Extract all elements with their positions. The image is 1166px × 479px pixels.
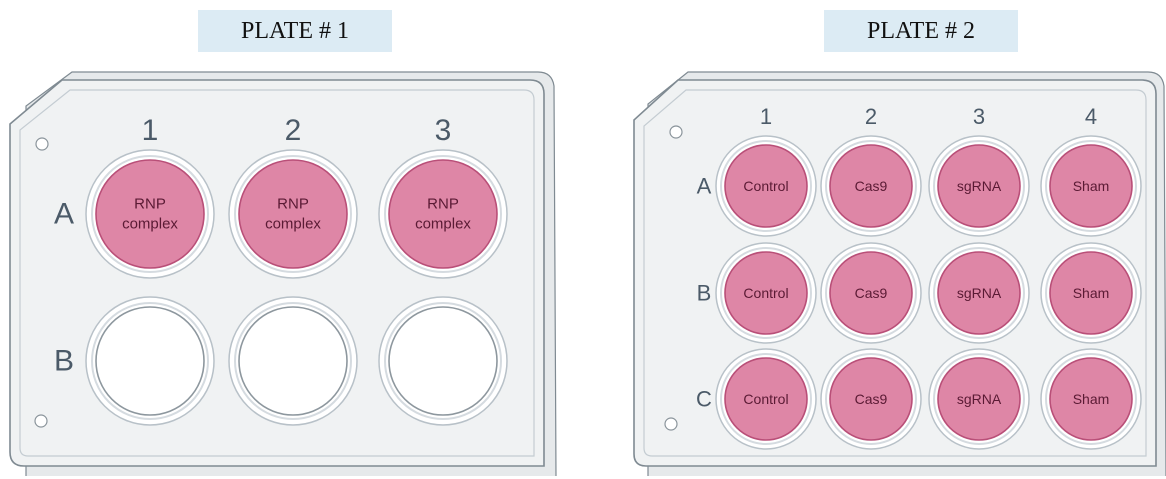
well-label: sgRNA: [957, 285, 1002, 301]
well-B1: [85, 296, 215, 426]
well-label: complex: [265, 216, 321, 233]
well-label: Cas9: [855, 285, 888, 301]
column-label: 3: [435, 114, 452, 147]
well-B3: sgRNA: [928, 242, 1030, 344]
column-label: 3: [973, 104, 985, 129]
well-inner-rim: [91, 155, 209, 273]
well-label: Control: [743, 285, 788, 301]
well-inner-rim: [234, 155, 352, 273]
well-A1: RNP complex: [85, 149, 215, 279]
well-filled: [937, 144, 1021, 228]
well-label: RNP: [134, 196, 166, 213]
well-C1: Control: [715, 348, 817, 450]
well-A3: sgRNA: [928, 135, 1030, 237]
well-filled: [388, 159, 498, 269]
well-inner-rim: [825, 353, 917, 445]
plate-1-title: PLATE # 1: [198, 10, 392, 52]
well-A4: Sham: [1040, 135, 1142, 237]
column-label: 2: [285, 114, 302, 147]
column-label: 4: [1085, 104, 1097, 129]
well-label: sgRNA: [957, 391, 1002, 407]
well-inner-rim: [933, 247, 1025, 339]
well-inner-rim: [720, 140, 812, 232]
well-filled: [829, 357, 913, 441]
well-label: Cas9: [855, 178, 888, 194]
well-inner-rim: [933, 140, 1025, 232]
plate-inner-rim: [19, 89, 535, 457]
well-B2: Cas9: [820, 242, 922, 344]
well-C2: Cas9: [820, 348, 922, 450]
well-filled: [1049, 144, 1133, 228]
plate-marker-hole: [35, 137, 49, 151]
well-label: RNP: [427, 196, 459, 213]
well-C4: Sham: [1040, 348, 1142, 450]
well-label: Cas9: [855, 391, 888, 407]
well-C3: sgRNA: [928, 348, 1030, 450]
well-empty: [95, 306, 205, 416]
plate-marker-hole: [34, 414, 48, 428]
well-B1: Control: [715, 242, 817, 344]
well-inner-rim: [825, 247, 917, 339]
well-empty: [238, 306, 348, 416]
well-filled: [724, 251, 808, 335]
well-filled: [1049, 357, 1133, 441]
well-B4: Sham: [1040, 242, 1142, 344]
plate-2-title: PLATE # 2: [824, 10, 1018, 52]
well-inner-rim: [720, 247, 812, 339]
plate-marker-hole: [664, 417, 678, 431]
well-A2: RNP complex: [228, 149, 358, 279]
well-inner-rim: [825, 140, 917, 232]
row-label: A: [697, 174, 712, 199]
well-filled: [238, 159, 348, 269]
well-inner-rim: [234, 302, 352, 420]
well-filled: [829, 251, 913, 335]
well-inner-rim: [384, 155, 502, 273]
well-inner-rim: [933, 353, 1025, 445]
well-inner-rim: [1045, 140, 1137, 232]
well-inner-rim: [1045, 353, 1137, 445]
well-filled: [724, 357, 808, 441]
well-filled: [95, 159, 205, 269]
well-filled: [1049, 251, 1133, 335]
plate-inner-rim: [643, 89, 1147, 457]
well-filled: [724, 144, 808, 228]
well-inner-rim: [720, 353, 812, 445]
column-label: 1: [142, 114, 159, 147]
well-B3: [378, 296, 508, 426]
well-label: Control: [743, 391, 788, 407]
plate-marker-hole: [669, 125, 683, 139]
plate-1: 1 2 3A B RNP complex RNP complex RNP complex: [9, 71, 557, 476]
well-label: sgRNA: [957, 178, 1002, 194]
well-label: Sham: [1073, 178, 1110, 194]
well-A1: Control: [715, 135, 817, 237]
row-label: A: [54, 198, 74, 231]
well-filled: [937, 357, 1021, 441]
well-empty: [388, 306, 498, 416]
row-label: C: [696, 387, 712, 412]
well-label: complex: [415, 216, 471, 233]
well-label: Sham: [1073, 285, 1110, 301]
well-label: Control: [743, 178, 788, 194]
well-A2: Cas9: [820, 135, 922, 237]
column-label: 2: [865, 104, 877, 129]
well-label: complex: [122, 216, 178, 233]
well-filled: [937, 251, 1021, 335]
well-inner-rim: [91, 302, 209, 420]
well-inner-rim: [1045, 247, 1137, 339]
well-label: RNP: [277, 196, 309, 213]
well-inner-rim: [384, 302, 502, 420]
well-filled: [829, 144, 913, 228]
row-label: B: [54, 345, 74, 378]
column-label: 1: [760, 104, 772, 129]
well-label: Sham: [1073, 391, 1110, 407]
row-label: B: [697, 281, 712, 306]
well-B2: [228, 296, 358, 426]
well-A3: RNP complex: [378, 149, 508, 279]
